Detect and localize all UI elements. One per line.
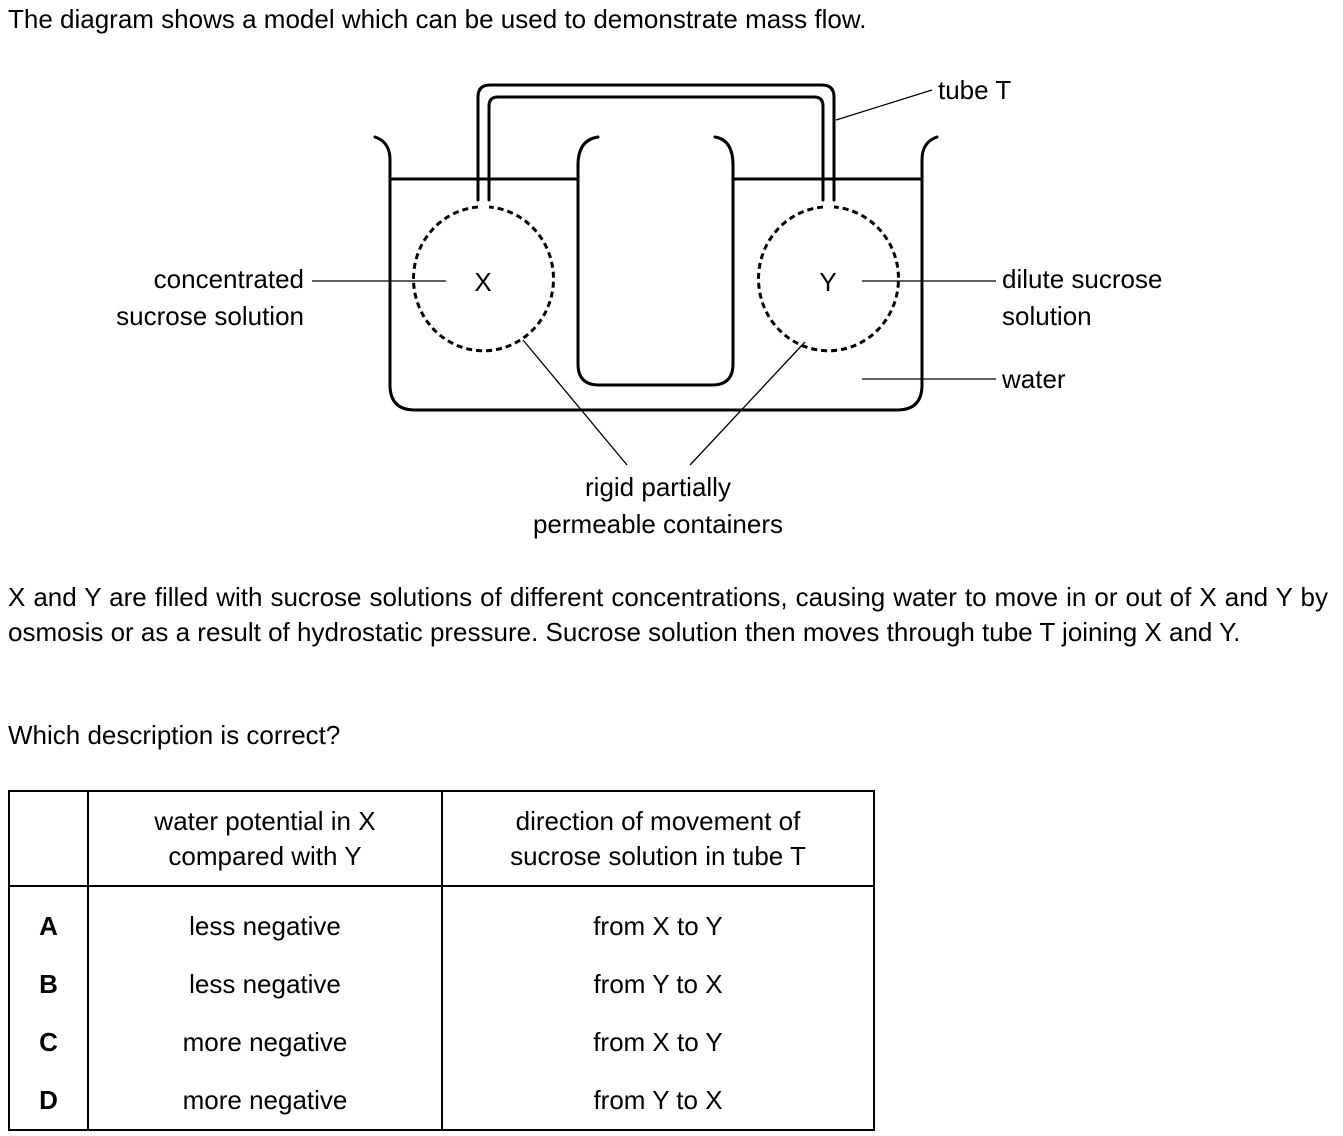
label-x: X [474,267,491,297]
option-direction: from X to Y [441,1013,874,1071]
option-letter: D [39,1084,58,1115]
central-block [576,163,735,387]
label-water: water [1001,364,1066,394]
table-row[interactable]: D more negative from Y to X [9,1071,874,1130]
header-water-potential-line-1: water potential in X [154,805,376,836]
label-y: Y [819,267,836,297]
option-water-potential: less negative [87,886,442,955]
tube-t-outer [476,83,836,202]
option-direction: from Y to X [441,955,874,1013]
option-letter: B [39,968,58,999]
leader-container-y [689,341,806,466]
central-block-lip-right [713,135,735,167]
option-letter: C [39,1026,58,1057]
label-containers-1: rigid partially [585,472,731,502]
label-concentrated-2: sucrose solution [116,301,304,331]
description-paragraph: X and Y are filled with sucrose solution… [8,580,1328,650]
paragraph-line-2: out of X and Y by osmosis or as a result… [8,582,1328,647]
table-row[interactable]: B less negative from Y to X [9,955,874,1013]
header-water-potential: water potential in X compared with Y [87,791,442,887]
paragraph-line-1: X and Y are filled with sucrose solution… [8,582,1118,612]
table-header-row: water potential in X compared with Y dir… [9,791,874,887]
tube-t-inner [487,95,825,202]
leader-container-x [522,339,628,466]
label-dilute-1: dilute sucrose [1002,264,1162,294]
table-row[interactable]: A less negative from X to Y [9,886,874,955]
option-direction: from X to Y [441,886,874,955]
answer-table: water potential in X compared with Y dir… [8,790,875,1131]
option-water-potential: more negative [87,1071,442,1130]
question-text: Which description is correct? [8,720,341,750]
option-water-potential: less negative [87,955,442,1013]
label-tube-t: tube T [938,75,1011,105]
mass-flow-diagram: tube T concentrated sucrose solution X Y… [116,75,1162,539]
header-direction: direction of movement of sucrose solutio… [441,791,874,887]
option-water-potential: more negative [87,1013,442,1071]
central-block-lip-left [576,135,600,167]
leader-tube-t [835,89,933,121]
header-water-potential-line-2: compared with Y [168,840,362,871]
option-letter: A [39,910,58,941]
header-blank [9,791,88,887]
table-row[interactable]: C more negative from X to Y [9,1013,874,1071]
label-containers-2: permeable containers [533,509,783,539]
trough-outline [373,135,939,412]
header-direction-line-1: direction of movement of [515,805,801,836]
label-dilute-2: solution [1002,301,1092,331]
header-direction-line-2: sucrose solution in tube T [510,840,806,871]
option-direction: from Y to X [441,1071,874,1130]
paragraph-line-3: through tube T joining X and Y. [886,617,1241,647]
label-concentrated-1: concentrated [154,264,304,294]
intro-text: The diagram shows a model which can be u… [8,4,867,34]
